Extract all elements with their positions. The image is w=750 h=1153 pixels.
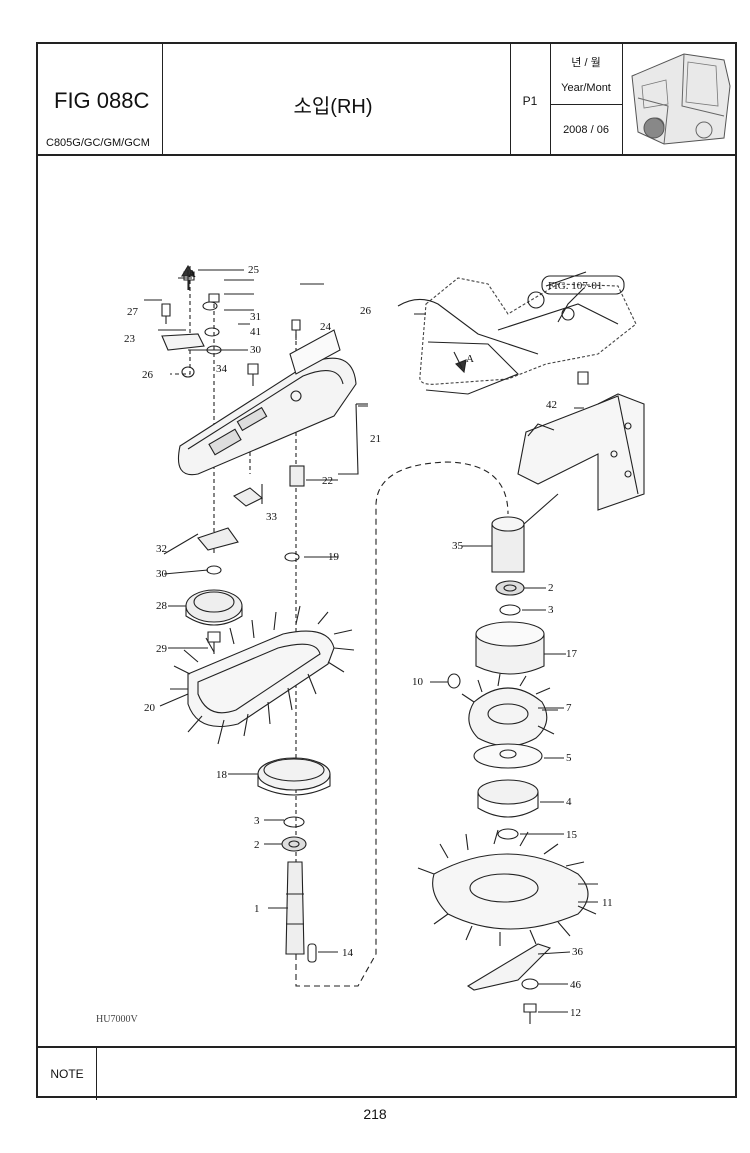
page-title: 소입(RH) bbox=[293, 96, 373, 118]
svg-text:17: 17 bbox=[566, 648, 578, 660]
svg-text:11: 11 bbox=[602, 897, 613, 909]
exploded-parts-diagram: 25 27 31 41 23 30 24 26 34 21 22 33 32 3… bbox=[38, 154, 735, 1046]
machine-thumbnail-icon bbox=[631, 53, 731, 145]
title-block: FIG 088C C805G/GC/GM/GCM 소입(RH) P1 년 / 월… bbox=[38, 44, 735, 156]
page-code: P1 bbox=[522, 94, 538, 108]
svg-text:23: 23 bbox=[124, 333, 136, 345]
svg-text:HU7000V: HU7000V bbox=[96, 1014, 138, 1025]
note-label: NOTE bbox=[38, 1048, 97, 1100]
svg-text:33: 33 bbox=[266, 511, 278, 523]
svg-text:A: A bbox=[466, 353, 474, 365]
svg-text:32: 32 bbox=[156, 543, 167, 555]
svg-text:34: 34 bbox=[216, 363, 228, 375]
svg-text:31: 31 bbox=[250, 311, 261, 323]
svg-text:1: 1 bbox=[254, 903, 260, 915]
page-number: 218 bbox=[363, 1106, 387, 1122]
year-month-label-ko: 년 / 월 bbox=[571, 57, 601, 69]
svg-text:35: 35 bbox=[452, 540, 464, 552]
svg-text:25: 25 bbox=[248, 264, 260, 276]
svg-text:24: 24 bbox=[320, 321, 332, 333]
svg-text:18: 18 bbox=[216, 769, 228, 781]
svg-text:4: 4 bbox=[566, 796, 572, 808]
svg-text:21: 21 bbox=[370, 433, 381, 445]
sheet-frame: FIG 088C C805G/GC/GM/GCM 소입(RH) P1 년 / 월… bbox=[36, 42, 737, 1100]
revision-date: 2008 / 06 bbox=[563, 124, 609, 136]
year-month-label-en: Year/Mont bbox=[561, 82, 611, 94]
svg-text:26: 26 bbox=[360, 305, 372, 317]
svg-text:20: 20 bbox=[144, 702, 156, 714]
figure-code: FIG 088C bbox=[54, 88, 150, 113]
svg-text:10: 10 bbox=[412, 676, 424, 688]
svg-text:2: 2 bbox=[254, 839, 260, 851]
model-list: C805G/GC/GM/GCM bbox=[46, 137, 150, 149]
svg-text:19: 19 bbox=[328, 551, 340, 563]
svg-text:30: 30 bbox=[250, 344, 262, 356]
svg-text:46: 46 bbox=[570, 979, 582, 991]
svg-text:3: 3 bbox=[548, 604, 554, 616]
svg-text:7: 7 bbox=[566, 702, 572, 714]
svg-text:30: 30 bbox=[156, 568, 168, 580]
svg-text:42: 42 bbox=[546, 399, 557, 411]
svg-text:28: 28 bbox=[156, 600, 168, 612]
svg-text:36: 36 bbox=[572, 946, 584, 958]
svg-text:15: 15 bbox=[566, 829, 578, 841]
note-row: NOTE bbox=[38, 1046, 735, 1100]
svg-text:14: 14 bbox=[342, 947, 354, 959]
svg-text:27: 27 bbox=[127, 306, 139, 318]
svg-text:29: 29 bbox=[156, 643, 168, 655]
svg-text:41: 41 bbox=[250, 326, 261, 338]
svg-text:12: 12 bbox=[570, 1007, 581, 1019]
svg-text:FIG. 107-01: FIG. 107-01 bbox=[548, 280, 602, 292]
svg-text:5: 5 bbox=[566, 752, 572, 764]
svg-text:22: 22 bbox=[322, 475, 333, 487]
svg-text:26: 26 bbox=[142, 369, 154, 381]
svg-text:3: 3 bbox=[254, 815, 260, 827]
svg-text:A: A bbox=[188, 268, 196, 280]
svg-text:2: 2 bbox=[548, 582, 554, 594]
